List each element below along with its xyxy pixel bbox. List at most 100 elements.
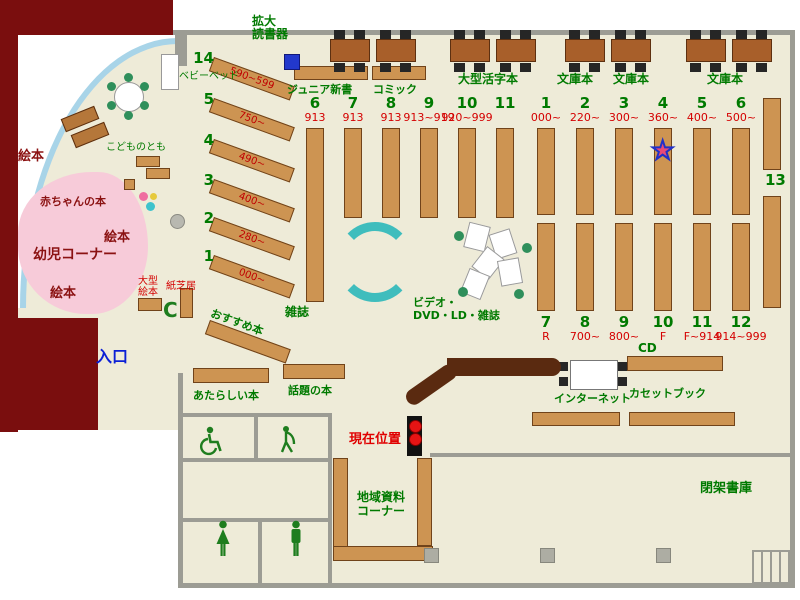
- bookshelf: [420, 128, 438, 218]
- womens-restroom-icon: [212, 520, 234, 562]
- bookshelf: [615, 128, 633, 215]
- entrance-label: 入口: [96, 347, 129, 366]
- pillar: [424, 548, 439, 563]
- shelf-range: 913~919: [403, 111, 455, 124]
- cd-shelf: [627, 356, 723, 371]
- wall-top-block: [0, 0, 173, 35]
- bookshelf: [496, 128, 514, 218]
- chair: [334, 30, 345, 39]
- service-counter: [447, 358, 561, 376]
- large-print-label: 大型活字本: [458, 72, 519, 86]
- cushion-pink: [139, 192, 148, 201]
- local-materials-label: 地域資料 コーナー: [349, 490, 413, 518]
- chair: [736, 63, 747, 72]
- current-location-dot: [409, 420, 422, 433]
- bookshelf: [693, 223, 711, 311]
- bookshelf: [306, 128, 324, 302]
- kids-round-table: [114, 82, 144, 112]
- shelf-number: 7: [347, 94, 359, 112]
- service-shelf-a: [532, 412, 620, 426]
- outside-area: [0, 430, 178, 600]
- wall-left-lower: [178, 373, 183, 588]
- video-label-line1: ビデオ・: [413, 296, 457, 309]
- chair: [400, 63, 411, 72]
- magnifier-label-line2: 読書器: [252, 27, 289, 41]
- reading-table: [565, 39, 605, 62]
- reading-table: [496, 39, 536, 62]
- stool: [458, 287, 468, 297]
- reading-table: [330, 39, 370, 62]
- ehon-label-2: 絵本: [104, 230, 131, 245]
- stool: [514, 289, 524, 299]
- stool: [170, 214, 185, 229]
- kamishibai-shelf: [180, 288, 193, 318]
- bunko-label-1: 文庫本: [557, 72, 594, 86]
- stool: [139, 101, 149, 110]
- shelf-number: 10: [456, 94, 478, 112]
- local-shelf-bottom: [333, 546, 433, 561]
- wheelchair-icon: [196, 426, 222, 460]
- shelf-range: 220~: [569, 111, 601, 124]
- ehon-label-3: 絵本: [50, 286, 77, 301]
- shelf-number: 5: [203, 90, 214, 108]
- shelf-range: 913: [342, 111, 364, 124]
- shelf-range: F: [659, 330, 667, 343]
- chair: [635, 63, 646, 72]
- wall-closed-stacks: [430, 453, 795, 457]
- bookshelf: [576, 128, 594, 215]
- chair: [354, 30, 365, 39]
- shelf-number: 5: [696, 94, 708, 112]
- chair: [380, 30, 391, 39]
- shelf-range: 913: [304, 111, 326, 124]
- shelf-range: 800~: [608, 330, 640, 343]
- internet-label: インターネット: [554, 392, 631, 405]
- shelf-range: 000~: [530, 111, 562, 124]
- magnifier-label-line1: 拡大: [252, 14, 277, 28]
- shelf-number: 10: [652, 313, 674, 331]
- chair: [520, 30, 531, 39]
- shelf-range: 360~: [647, 111, 679, 124]
- shelf-13-upper: [763, 98, 781, 170]
- chair: [635, 30, 646, 39]
- shelf-range: 700~: [569, 330, 601, 343]
- chair: [710, 30, 721, 39]
- chair: [710, 63, 721, 72]
- wall-bottom: [178, 583, 795, 588]
- chair: [756, 63, 767, 72]
- chair: [500, 63, 511, 72]
- magazine-rack-oval: [336, 222, 414, 302]
- chair: [690, 30, 701, 39]
- bookshelf: [382, 128, 400, 218]
- ehon-label-1: 絵本: [18, 149, 45, 164]
- magnifier-label: 拡大 読書器: [252, 15, 288, 41]
- kids-step-shelf-c: [124, 179, 135, 190]
- chair: [454, 30, 465, 39]
- chair: [618, 362, 627, 371]
- local-shelf-right: [417, 458, 432, 546]
- bookshelf: [458, 128, 476, 218]
- bookshelf: [537, 223, 555, 311]
- shelf-range: 913: [380, 111, 402, 124]
- chair: [569, 30, 580, 39]
- junior-shinsho-shelf: [294, 66, 368, 80]
- shelf-number: 9: [423, 94, 435, 112]
- reading-table: [686, 39, 726, 62]
- wall-restroom-low: [178, 518, 332, 522]
- mens-restroom-icon: [285, 520, 307, 562]
- bookshelf: [693, 128, 711, 215]
- chair: [569, 63, 580, 72]
- new-books-shelf: [193, 368, 269, 383]
- stool: [522, 243, 532, 253]
- cushion-cyan: [146, 202, 155, 211]
- shelf-number: 1: [540, 94, 552, 112]
- baby-books-label: 赤ちゃんの本: [40, 195, 106, 208]
- c-bench: C: [163, 298, 178, 322]
- new-books-label: あたらしい本: [193, 389, 259, 402]
- wall-restroom-sep1: [254, 413, 258, 462]
- pillar: [656, 548, 671, 563]
- bookshelf: [576, 223, 594, 311]
- service-shelf-b: [629, 412, 735, 426]
- shelf-range: F~914: [683, 330, 721, 343]
- chair: [474, 63, 485, 72]
